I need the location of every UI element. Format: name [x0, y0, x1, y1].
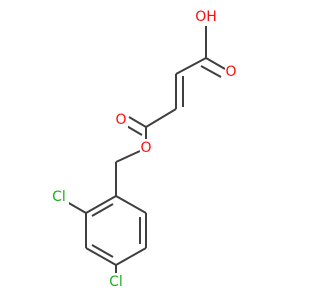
ring-double-1-2	[91, 203, 114, 217]
hydroxyl-label: OH	[194, 8, 218, 26]
ester-o-text: O	[140, 140, 151, 156]
ester-carbonyl-o-label: O	[114, 111, 128, 129]
ester-o-label: O	[140, 139, 154, 157]
bond-ester-c-o-double-1	[128, 116, 147, 128]
ester-carbonyl-o-text: O	[115, 112, 126, 128]
bond-acid-c-alkene	[175, 57, 207, 75]
bond-o-ch2	[115, 150, 141, 163]
ring-bond-4-5	[115, 247, 147, 266]
ring-bond-3-4	[85, 247, 117, 266]
bond-acid-c-o-double-2	[200, 65, 222, 78]
atom-labels: OH O O O Cl Cl	[49, 8, 239, 291]
ortho-cl-text: Cl	[52, 189, 66, 205]
para-cl-text: Cl	[109, 274, 123, 290]
bonds	[66, 24, 226, 274]
ring-bond-1-2	[85, 195, 117, 214]
ortho-cl-label: Cl	[49, 188, 69, 206]
acid-carbonyl-o-text: O	[225, 64, 236, 80]
bond-ring-cl-ortho	[66, 201, 87, 214]
para-cl-label: Cl	[106, 273, 126, 291]
hydroxyl-text: OH	[195, 9, 217, 25]
bond-alkene-ester-c	[145, 108, 177, 128]
acid-carbonyl-o-label: O	[225, 63, 239, 81]
ring-bond-6-1	[115, 195, 147, 214]
chemical-structure: OH O O O Cl Cl	[49, 8, 239, 291]
bond-acid-c-o-double-1	[205, 57, 226, 70]
ring-double-3-4	[91, 244, 114, 258]
